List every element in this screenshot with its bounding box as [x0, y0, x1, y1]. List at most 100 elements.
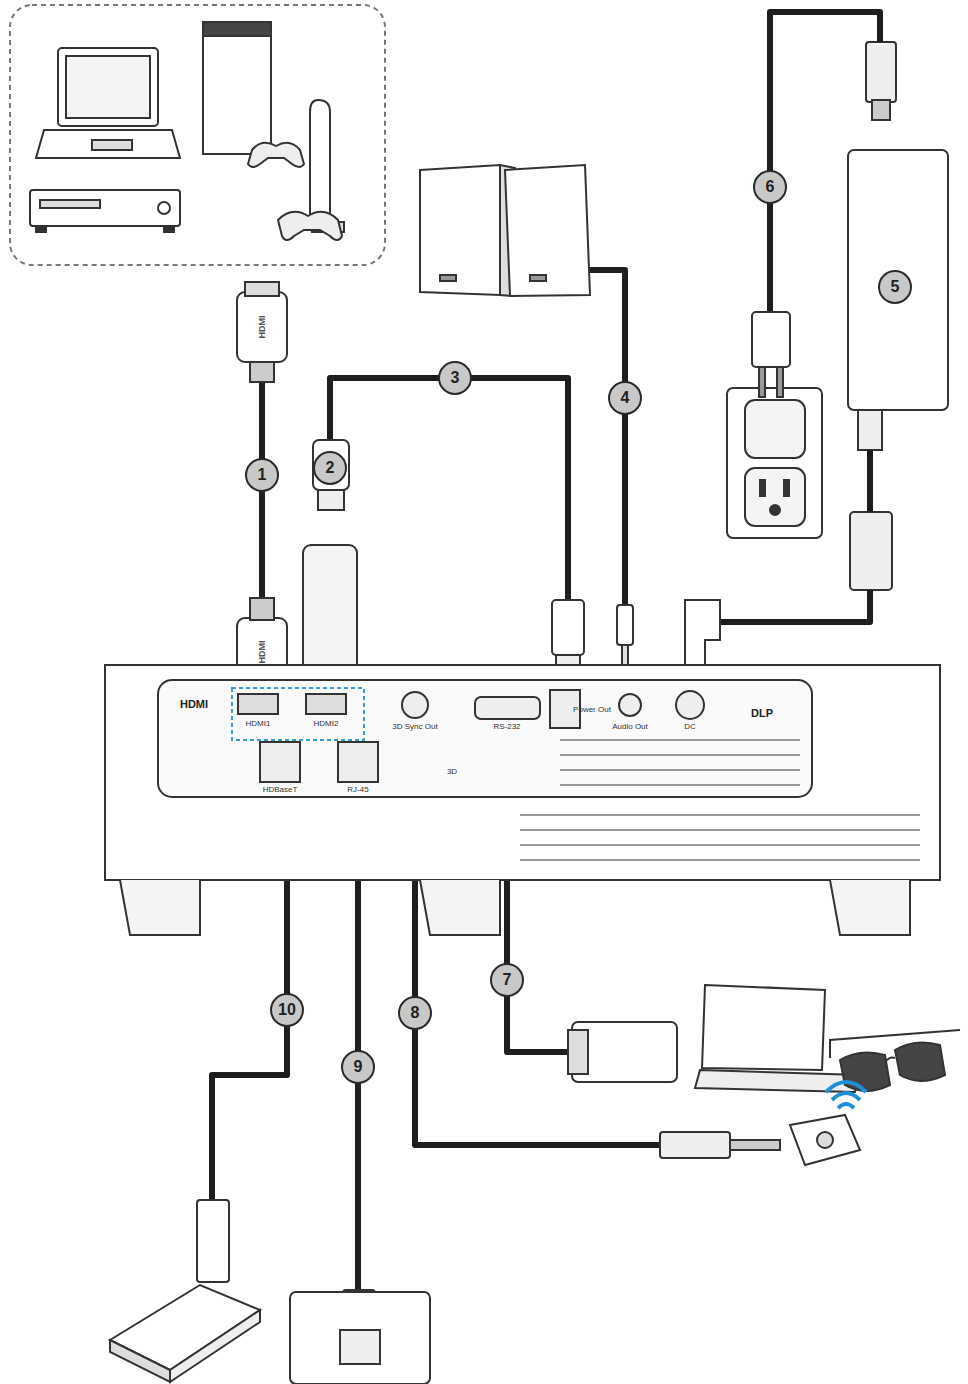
- source-devices-part: [278, 212, 342, 240]
- wall-jack-part: [340, 1330, 380, 1364]
- projector-body-part-part: [560, 784, 800, 786]
- projector-body-part: [306, 694, 346, 714]
- cables-part: [770, 12, 880, 312]
- port-label: 3D: [447, 768, 457, 776]
- 3d-emitter-glasses-part: [840, 1052, 890, 1091]
- port-label: DC: [684, 723, 696, 731]
- port-label: RS-232: [493, 723, 520, 731]
- control-laptop: [568, 985, 860, 1092]
- port-label: Audio Out: [612, 723, 648, 731]
- 3d-emitter-glasses-part-part: [826, 1082, 866, 1092]
- source-devices-part: [30, 190, 180, 226]
- speakers-part: [440, 275, 456, 281]
- 3d-emitter-glasses-part: [895, 1042, 945, 1081]
- projector-body-part: [830, 880, 910, 935]
- power-adapter-part: [866, 42, 896, 102]
- 3d-emitter-glasses-part-part: [838, 1104, 854, 1108]
- projector-body-part: [420, 880, 500, 935]
- connector-plugs-part: [759, 367, 765, 397]
- projector-body-part-part: [520, 829, 920, 831]
- callout-number: 5: [878, 270, 912, 304]
- 3d-emitter-glasses-part-part: [832, 1093, 860, 1100]
- control-laptop-part: [568, 1030, 588, 1074]
- 3d-emitter-glasses-part: [830, 1030, 960, 1058]
- projector-body-part: [158, 680, 812, 797]
- logo-text: HDMI: [180, 699, 208, 710]
- power-adapter-part: [850, 512, 892, 590]
- projector-body-part-part: [520, 814, 920, 816]
- speakers-part: [420, 165, 500, 295]
- projector-body-part: [338, 742, 378, 782]
- projector-body: [105, 665, 940, 935]
- source-devices-part: [36, 226, 46, 232]
- source-devices-part: [10, 5, 385, 265]
- projector-body-part-part: [560, 739, 800, 741]
- connector-plugs-part: [617, 605, 633, 645]
- 3d-emitter-glasses-part: [826, 1082, 866, 1108]
- projector-body-part: [238, 694, 278, 714]
- power-adapter: [848, 42, 948, 590]
- connector-plugs-part: [197, 1200, 229, 1282]
- connector-plugs-part: [250, 598, 274, 620]
- 3d-emitter-glasses-part: [885, 1058, 895, 1063]
- cables-part: [330, 378, 568, 600]
- projector-body-part-part: [560, 754, 800, 756]
- control-laptop-part: [695, 1070, 860, 1092]
- hdbaset-transmitter-part: [110, 1340, 170, 1382]
- power-adapter-part: [848, 150, 948, 410]
- cables-part: [212, 870, 287, 1202]
- connector-plugs-part: [250, 362, 274, 382]
- source-devices-part: [66, 56, 150, 118]
- source-devices-part: [203, 22, 271, 36]
- wall-outlet-part: [770, 505, 780, 515]
- source-devices-part: [310, 100, 330, 222]
- projector-body-part: [105, 665, 940, 880]
- cables-part: [720, 590, 870, 622]
- wall-outlet-part: [745, 400, 805, 458]
- cables-part: [590, 270, 625, 605]
- callout-number: 8: [398, 996, 432, 1030]
- wall-outlet: [727, 388, 822, 538]
- projector-body-part: [120, 880, 200, 935]
- callout-number: 3: [438, 361, 472, 395]
- port-label: HDMI2: [314, 720, 339, 728]
- source-devices-part: [36, 130, 180, 158]
- wall-outlet-part: [727, 388, 822, 538]
- 3d-emitter-glasses-part: [730, 1140, 780, 1150]
- projector-body-part: [619, 694, 641, 716]
- source-devices: [10, 5, 385, 265]
- callout-number: 2: [313, 451, 347, 485]
- wall-jack-part: [290, 1292, 430, 1384]
- source-devices-part: [158, 202, 170, 214]
- cables: [212, 12, 880, 1292]
- source-devices-part: [248, 143, 304, 167]
- projector-body-part: [475, 697, 540, 719]
- source-devices-part: [58, 48, 158, 126]
- callout-number: 1: [245, 458, 279, 492]
- connector-plugs-part: [552, 600, 584, 655]
- cables-part: [867, 450, 873, 512]
- callout-number: 4: [608, 381, 642, 415]
- plug-marking: HDMI: [258, 316, 267, 339]
- 3d-emitter-glasses-part: [790, 1115, 860, 1165]
- source-devices-part: [40, 200, 100, 208]
- connector-plugs-part: [777, 367, 783, 397]
- connector-plugs-part: [245, 282, 279, 296]
- connector-plugs-part: [752, 312, 790, 367]
- wall-outlet-part: [745, 468, 805, 526]
- port-label: 3D Sync Out: [392, 723, 437, 731]
- cables-part: [415, 880, 660, 1145]
- wall-outlet-part: [760, 480, 765, 496]
- projector-body-part: [402, 692, 428, 718]
- projector-body-part-part: [520, 844, 920, 846]
- port-label: HDMI1: [246, 720, 271, 728]
- callout-number: 10: [270, 993, 304, 1027]
- callout-number: 9: [341, 1050, 375, 1084]
- connector-plugs-part: [318, 490, 344, 510]
- projector-body-part-part: [520, 859, 920, 861]
- connector-plugs-part: [313, 440, 349, 490]
- speakers-part: [530, 275, 546, 281]
- port-label: Power Out: [573, 706, 611, 714]
